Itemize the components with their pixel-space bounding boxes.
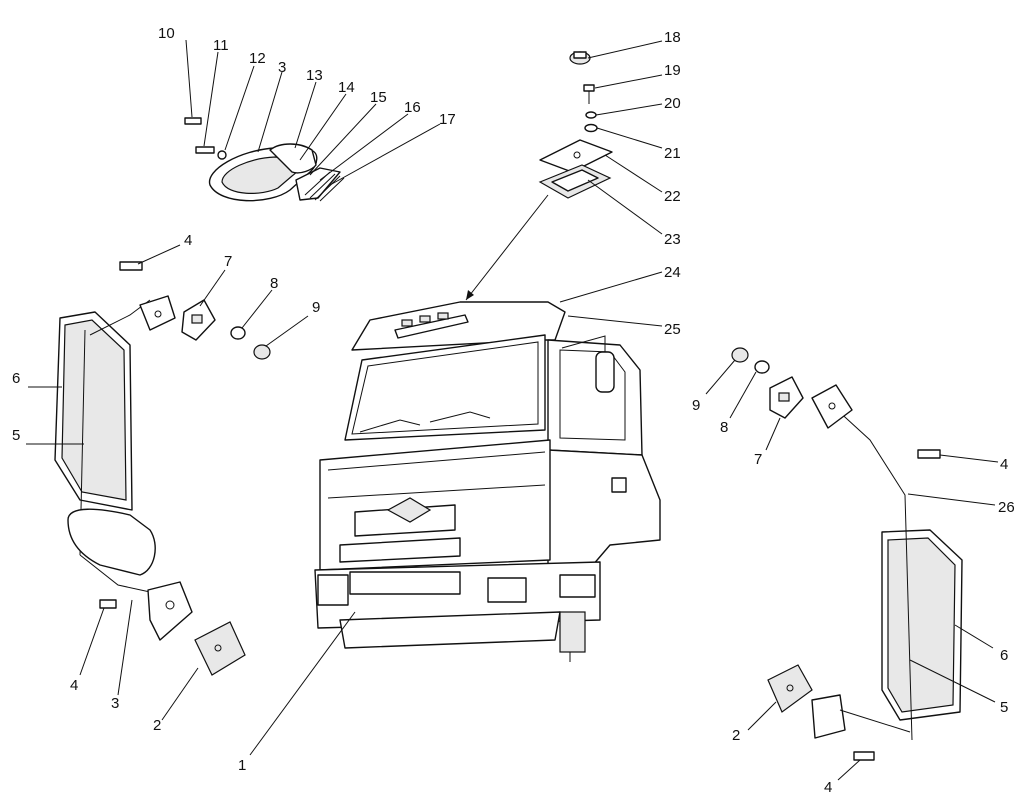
callout-4: 4 xyxy=(824,779,832,796)
callout-23: 23 xyxy=(664,231,681,248)
truck-cab xyxy=(314,301,661,662)
leader-lines xyxy=(26,39,999,781)
callout-11: 11 xyxy=(213,37,229,54)
callout-5: 5 xyxy=(12,427,20,444)
callout-6: 6 xyxy=(1000,647,1008,664)
callout-13: 13 xyxy=(306,67,323,84)
callout-16: 16 xyxy=(404,99,421,116)
callout-4: 4 xyxy=(1000,456,1008,473)
callout-6: 6 xyxy=(12,370,20,387)
callout-4: 4 xyxy=(184,232,192,249)
callout-7: 7 xyxy=(754,451,762,468)
callout-15: 15 xyxy=(370,89,387,106)
callout-2: 2 xyxy=(153,717,161,734)
callout-3: 3 xyxy=(111,695,119,712)
assembly-arrow xyxy=(465,194,549,301)
callout-14: 14 xyxy=(338,79,355,96)
callout-17: 17 xyxy=(439,111,456,128)
callout-24: 24 xyxy=(664,264,681,281)
callout-4: 4 xyxy=(70,677,78,694)
callout-10: 10 xyxy=(158,25,175,42)
callout-12: 12 xyxy=(249,50,266,67)
callout-2: 2 xyxy=(732,727,740,744)
callout-20: 20 xyxy=(664,95,681,112)
right-mirror-assembly xyxy=(731,347,963,761)
callout-1: 1 xyxy=(238,757,246,774)
callout-19: 19 xyxy=(664,62,681,79)
callout-18: 18 xyxy=(664,29,681,46)
left-mirror-assembly xyxy=(54,261,271,676)
callout-8: 8 xyxy=(720,419,728,436)
roof-hardware-stack xyxy=(538,51,613,199)
callout-22: 22 xyxy=(664,188,681,205)
callout-21: 21 xyxy=(664,145,681,162)
callout-3: 3 xyxy=(278,59,286,76)
callout-9: 9 xyxy=(312,299,320,316)
callout-26: 26 xyxy=(998,499,1015,516)
callout-5: 5 xyxy=(1000,699,1008,716)
callout-7: 7 xyxy=(224,253,232,270)
top-mirror-assembly xyxy=(184,117,345,202)
callout-9: 9 xyxy=(692,397,700,414)
callout-8: 8 xyxy=(270,275,278,292)
callout-labels: 1 2 2 3 3 4 4 4 4 5 5 6 6 7 7 8 8 9 9 10… xyxy=(12,25,1015,796)
callout-25: 25 xyxy=(664,321,681,338)
